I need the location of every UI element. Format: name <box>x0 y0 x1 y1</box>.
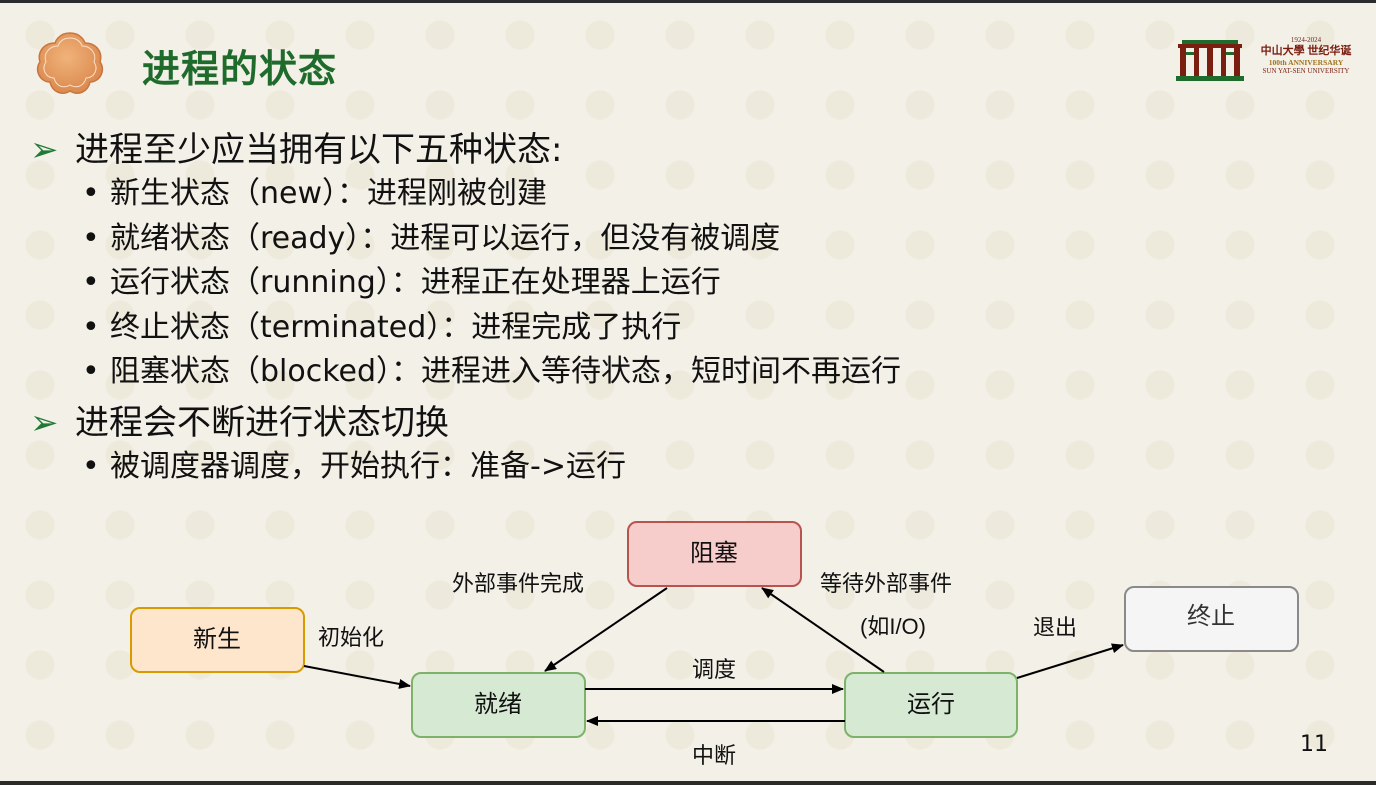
title-badge-icon <box>36 32 104 94</box>
sub-bullet: • 运行状态（running）：进程正在处理器上运行 <box>30 261 901 306</box>
logo-chinese-text: 中山大學 世纪华诞 <box>1260 45 1352 57</box>
slide-title: 进程的状态 <box>142 47 338 91</box>
dot-bullet-icon: • <box>82 176 100 211</box>
arrow-bullet-icon: ➢ <box>30 130 59 170</box>
dot-bullet-icon: • <box>82 220 100 256</box>
bullet-level1: ➢ 进程会不断进行状态切换 <box>30 401 901 445</box>
state-blocked-label: 阻塞 <box>690 540 738 567</box>
top-border <box>0 0 1376 3</box>
dot-bullet-icon: • <box>82 309 100 345</box>
bottom-border <box>0 781 1376 785</box>
sub-bullet-text: 就绪状态（ready）：进程可以运行，但没有被调度 <box>110 220 781 256</box>
sub-bullet-text: 阻塞状态（blocked）：进程进入等待状态，短时间不再运行 <box>110 354 902 390</box>
sub-bullet-text: 新生状态（new）：进程刚被创建 <box>110 176 548 211</box>
edge-init-arrow <box>303 665 411 689</box>
edge-wait-sublabel: (如I/O) <box>860 614 926 639</box>
state-terminated-label: 终止 <box>1187 603 1235 630</box>
dot-bullet-icon: • <box>82 448 100 484</box>
state-running-label: 运行 <box>907 691 955 718</box>
edge-dispatch-label: 调度 <box>692 657 736 682</box>
state-new-label: 新生 <box>193 626 241 653</box>
state-terminated-box <box>1124 586 1299 652</box>
state-ready-box <box>411 672 586 738</box>
sub-bullet: • 新生状态（new）：进程刚被创建 <box>30 172 901 217</box>
bullet-text: 进程至少应当拥有以下五种状态: <box>75 130 563 170</box>
edge-io-complete-label: 外部事件完成 <box>452 571 584 596</box>
edge-io-complete-arrow <box>544 587 668 672</box>
edge-exit-arrow <box>1016 643 1124 679</box>
arrow-bullet-icon: ➢ <box>30 402 59 443</box>
dot-bullet-icon: • <box>82 354 100 390</box>
bullet-text: 进程会不断进行状态切换 <box>75 402 449 443</box>
edge-exit-label: 退出 <box>1033 615 1077 640</box>
state-blocked-box <box>627 521 802 587</box>
sub-bullet: • 就绪状态（ready）：进程可以运行，但没有被调度 <box>30 217 901 262</box>
state-new-box <box>130 607 305 673</box>
university-logo: 1924-2024 中山大學 世纪华诞 100th ANNIVERSARY SU… <box>1174 34 1362 86</box>
dot-bullet-icon: • <box>82 265 100 301</box>
sub-bullet: • 被调度器调度，开始执行：准备->运行 <box>30 445 901 490</box>
bullet-list: ➢ 进程至少应当拥有以下五种状态: • 新生状态（new）：进程刚被创建 • 就绪状态… <box>30 128 901 496</box>
state-running-box <box>844 672 1018 738</box>
edge-init-label: 初始化 <box>318 625 384 650</box>
edge-interrupt-label: 中断 <box>692 743 736 768</box>
process-state-diagram: 新生 就绪 运行 阻塞 终止 初始化 调度 中断 外部事件完成 等待外部事件 (… <box>130 521 1299 768</box>
state-ready-label: 就绪 <box>474 691 522 718</box>
page-number: 11 <box>1300 732 1328 757</box>
logo-years: 1924-2024 <box>1290 36 1322 44</box>
sub-bullet-text: 被调度器调度，开始执行：准备->运行 <box>110 448 626 484</box>
bullet-level1: ➢ 进程至少应当拥有以下五种状态: <box>30 128 901 172</box>
edge-wait-arrow <box>761 587 885 673</box>
logo-university: SUN YAT-SEN UNIVERSITY <box>1262 67 1350 75</box>
gate-icon <box>1176 40 1244 81</box>
sub-bullet: • 终止状态（terminated）：进程完成了执行 <box>30 306 901 351</box>
sub-bullet-text: 终止状态（terminated）：进程完成了执行 <box>110 309 682 345</box>
sub-bullet-text: 运行状态（running）：进程正在处理器上运行 <box>110 265 721 301</box>
edge-wait-label: 等待外部事件 <box>820 571 952 596</box>
sub-bullet: • 阻塞状态（blocked）：进程进入等待状态，短时间不再运行 <box>30 350 901 395</box>
logo-anniversary: 100th ANNIVERSARY <box>1268 58 1344 67</box>
